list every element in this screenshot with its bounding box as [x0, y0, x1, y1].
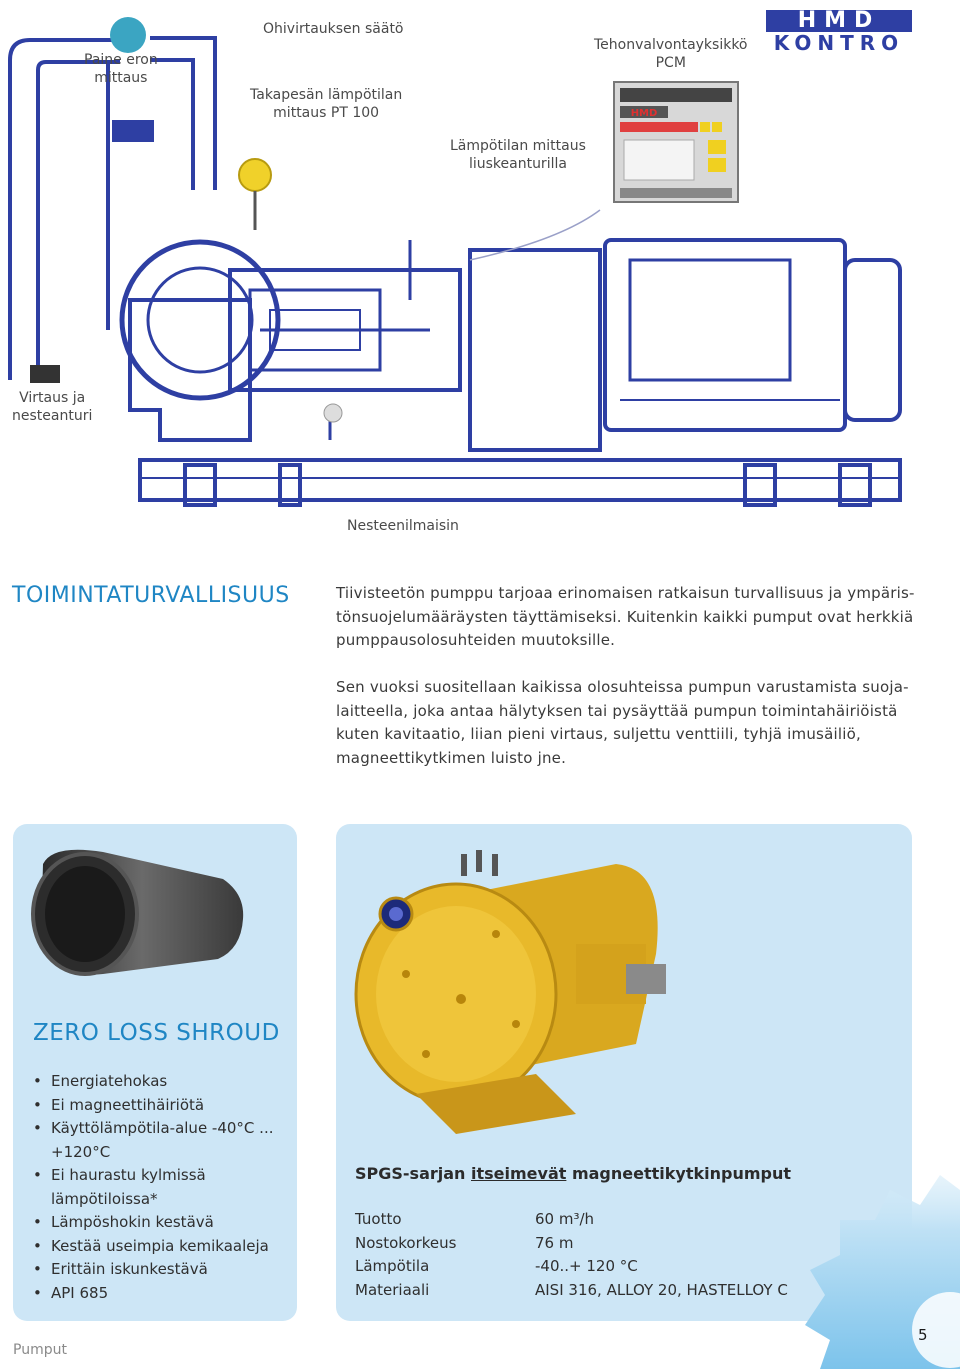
pump-spec-table: Tuotto 60 m³/h Nostokorkeus 76 m Lämpöti…: [355, 1210, 895, 1304]
label-rear-housing-temperature: Takapesän lämpötilan mittaus PT 100: [250, 87, 403, 121]
logo-hmd-text: HMD: [766, 10, 912, 32]
spec-label: Tuotto: [355, 1210, 402, 1228]
shroud-feature-list: Energiatehokas Ei magneettihäiriötä Käyt…: [33, 1070, 283, 1305]
label-bypass-control: Ohivirtauksen säätö: [263, 21, 404, 37]
spec-label: Materiaali: [355, 1280, 430, 1299]
label-pressure-difference: Paine eron mittaus: [84, 52, 158, 86]
pump-schematic-diagram: HMD HMD KONTRO Paine eron mittaus Ohivir…: [0, 0, 960, 560]
feature-item: Kestää useimpia kemikaaleja: [33, 1235, 283, 1259]
label-flow-liquid-sensor: Virtaus ja nesteanturi: [12, 390, 93, 424]
spec-value: 60 m³/h: [535, 1210, 595, 1228]
spec-row: Nostokorkeus 76 m: [355, 1234, 895, 1258]
feature-item: Ei haurastu kylmissä lämpötiloissa*: [33, 1164, 283, 1211]
pump-title-self-priming: itseimevät: [471, 1164, 567, 1183]
pump-title-part3: magneettikytkinpumput: [566, 1164, 791, 1183]
spec-label: Nostokorkeus: [355, 1233, 457, 1252]
feature-item: Käyttölämpötila-alue -40°C ... +120°C: [33, 1117, 283, 1164]
spec-value: 76 m: [535, 1233, 574, 1252]
spec-label: Lämpötila: [355, 1257, 430, 1275]
paragraph-intro: Tiivisteetön pumppu tarjoaa erinomaisen …: [336, 584, 915, 649]
shroud-heading: ZERO LOSS SHROUD: [33, 1020, 280, 1046]
liquid-detector-icon: [323, 403, 343, 423]
pressure-gauge-icon: [238, 158, 272, 192]
decorative-gear-icon: [805, 1090, 960, 1369]
spgs-pump-card: SPGS-sarjan itseimevät magneettikytkinpu…: [336, 824, 912, 1321]
pcm-panel: HMD: [613, 81, 739, 203]
flow-sensor-block: [30, 365, 60, 383]
section-heading-operational-safety: TOIMINTATURVALLISUUS: [12, 583, 290, 608]
spgs-pump-image: [354, 850, 666, 1134]
label-temperature-strain-sensor: Lämpötilan mittaus liuskeanturilla: [450, 138, 586, 172]
feature-item: API 685: [33, 1282, 283, 1306]
pump-series-title: SPGS-sarjan itseimevät magneettikytkinpu…: [355, 1164, 791, 1183]
paragraph-recommendation: Sen vuoksi suositellaan kaikissa olosuht…: [336, 678, 909, 767]
feature-item: Ei magneettihäiriötä: [33, 1094, 283, 1118]
feature-item: Energiatehokas: [33, 1070, 283, 1094]
pump-schematic-drawing: HMD: [8, 17, 902, 507]
spec-row: Tuotto 60 m³/h: [355, 1210, 895, 1234]
footer-section-label: Pumput: [13, 1342, 67, 1358]
spec-row: Materiaali AISI 316, ALLOY 20, HASTELLOY…: [355, 1281, 895, 1305]
pressure-sensor-dot: [110, 17, 146, 53]
spec-value: -40..+ 120 °C: [535, 1257, 638, 1275]
sensor-head: [112, 120, 154, 142]
feature-item: Lämpöshokin kestävä: [33, 1211, 283, 1235]
pump-title-part1: SPGS-sarjan: [355, 1164, 471, 1183]
hmd-kontro-logo: HMD KONTRO: [766, 10, 912, 54]
spec-row: Lämpötila -40..+ 120 °C: [355, 1257, 895, 1281]
spec-value: AISI 316, ALLOY 20, HASTELLOY C: [535, 1280, 788, 1299]
shroud-product-image: [31, 849, 244, 976]
logo-kontro-text: KONTRO: [773, 31, 905, 55]
feature-item: Erittäin iskunkestävä: [33, 1258, 283, 1282]
label-liquid-detector: Nesteenilmaisin: [347, 518, 459, 534]
label-power-monitor-pcm: Tehonvalvontayksikkö PCM: [594, 37, 748, 71]
svg-text:HMD: HMD: [631, 108, 658, 119]
zero-loss-shroud-card: ZERO LOSS SHROUD Energiatehokas Ei magne…: [13, 824, 297, 1321]
page-number: 5: [918, 1326, 928, 1344]
